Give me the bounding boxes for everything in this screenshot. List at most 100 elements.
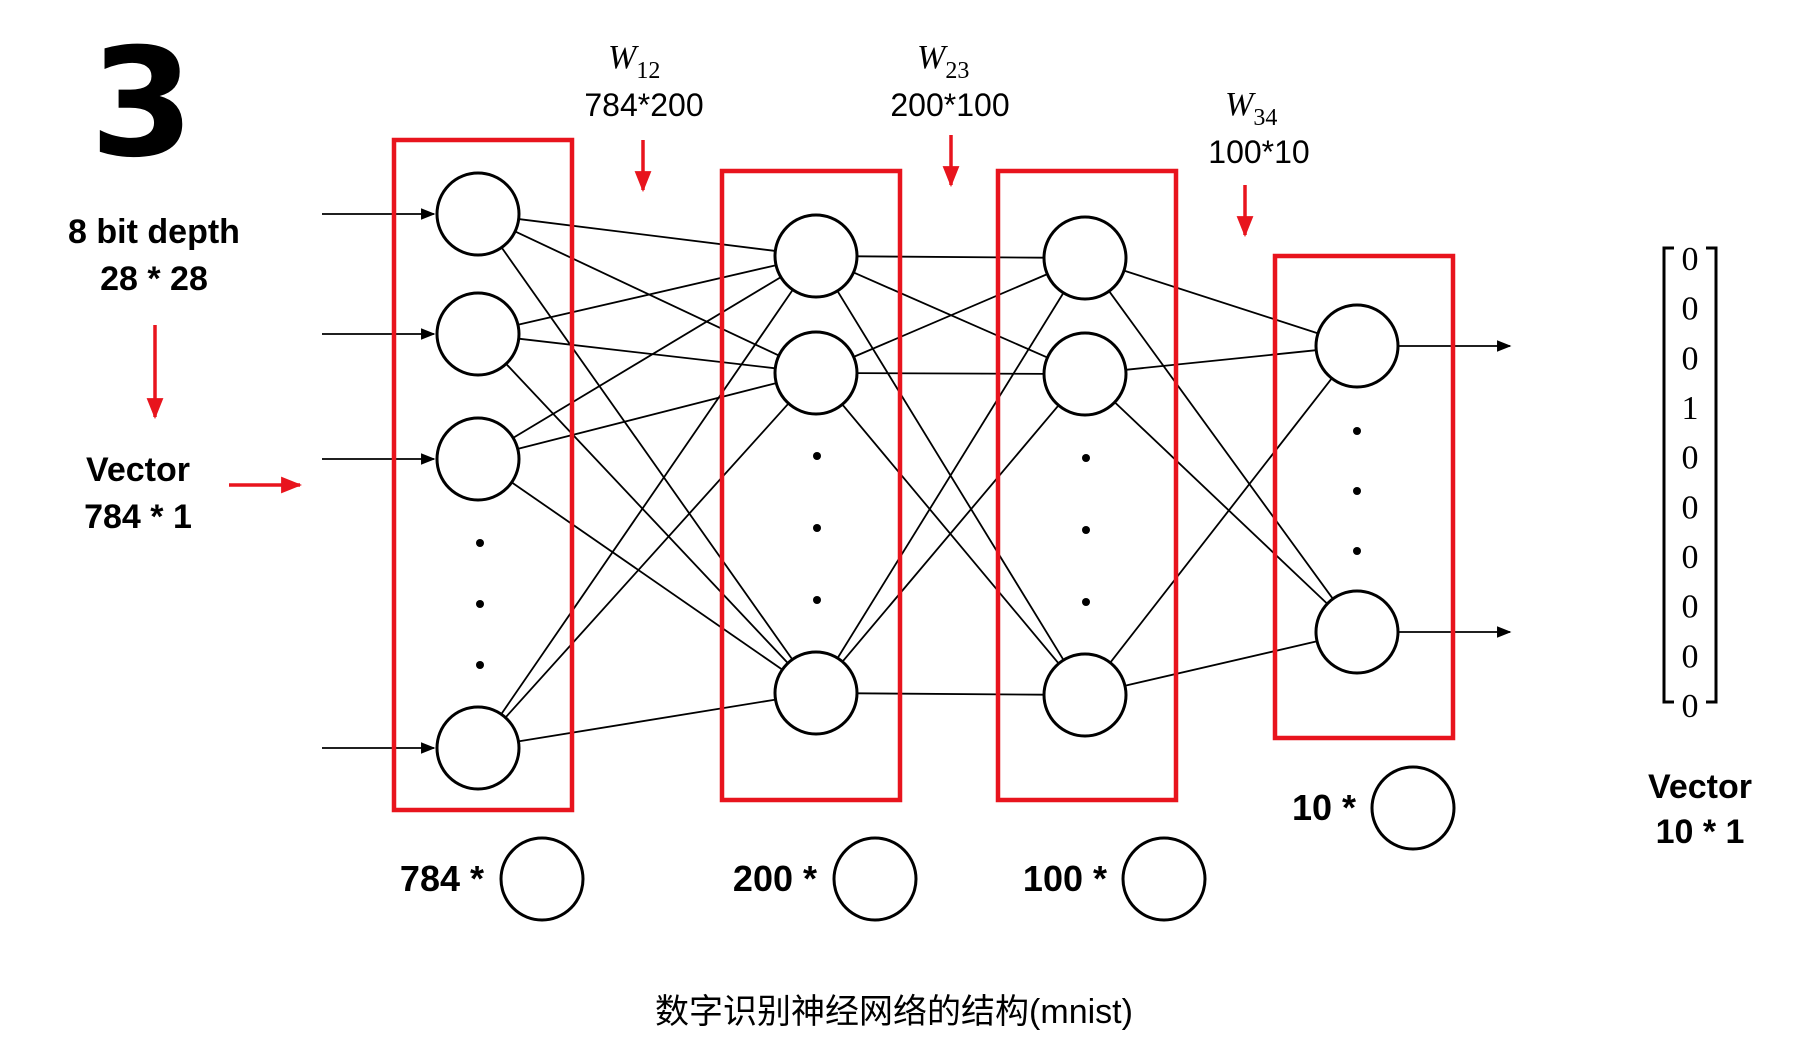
layer-1-box xyxy=(391,137,575,813)
weight-dims: 784*200 xyxy=(584,87,703,123)
vector-value: 0 xyxy=(1682,489,1699,526)
ellipsis-dots xyxy=(476,427,1361,669)
neuron xyxy=(1314,303,1400,389)
connection-line xyxy=(1108,290,1334,600)
layer-2-box xyxy=(719,168,903,803)
vector-value: 0 xyxy=(1682,241,1699,278)
ellipsis-dot xyxy=(1353,547,1361,555)
connection-line xyxy=(856,692,1045,696)
diagram-caption: 数字识别神经网络的结构(mnist) xyxy=(655,993,1133,1031)
connection-line xyxy=(518,698,776,743)
ellipsis-dot xyxy=(476,600,484,608)
right-bracket xyxy=(1706,246,1718,704)
weight-symbol: W12 xyxy=(608,39,660,84)
neuron xyxy=(773,213,859,299)
connection-line xyxy=(1124,640,1318,687)
neuron xyxy=(1042,331,1128,417)
weight-symbol: W23 xyxy=(917,39,969,84)
ellipsis-dot xyxy=(476,661,484,669)
vector-value: 0 xyxy=(1682,340,1699,377)
connection-line xyxy=(517,264,777,326)
weight-label-12: W12 784*200 xyxy=(584,39,703,123)
connection-line xyxy=(856,372,1045,375)
connection-line xyxy=(514,230,780,357)
connection-line xyxy=(1123,269,1319,335)
handwritten-digit-image: 3 xyxy=(90,17,194,191)
connection-line xyxy=(856,255,1045,259)
input-vector-size-label: 784 * 1 xyxy=(84,498,192,536)
ellipsis-dot xyxy=(813,596,821,604)
ellipsis-dot xyxy=(1353,487,1361,495)
connection-line xyxy=(505,363,789,664)
neuron xyxy=(435,705,521,791)
layer-4-box xyxy=(1272,253,1456,741)
neurons xyxy=(435,171,1400,791)
ellipsis-dot xyxy=(1082,526,1090,534)
neuron xyxy=(435,171,521,257)
layer-2-size-label: 200 * xyxy=(733,836,918,922)
input-arrows xyxy=(322,208,436,754)
input-vector-label: Vector xyxy=(86,451,190,489)
vector-value: 0 xyxy=(1682,440,1699,477)
ellipsis-dot xyxy=(1082,598,1090,606)
connection-line xyxy=(504,402,790,719)
connection-line xyxy=(853,273,1048,358)
layer-3-size-label: 100 * xyxy=(1023,836,1207,922)
ellipsis-dot xyxy=(1082,454,1090,462)
neuron-symbol xyxy=(499,836,585,922)
connection-line xyxy=(1114,401,1328,605)
output-vector-size-label: 10 * 1 xyxy=(1656,813,1745,851)
layer-4-size-label: 10 * xyxy=(1292,765,1456,851)
weight-dims: 100*10 xyxy=(1208,134,1309,170)
connection-lines xyxy=(500,218,1334,743)
weight-dims: 200*100 xyxy=(890,87,1009,123)
ellipsis-dot xyxy=(813,524,821,532)
neuron-symbol xyxy=(1370,765,1456,851)
neuron xyxy=(773,330,859,416)
connection-line xyxy=(1109,377,1333,664)
image-format-label: 8 bit depth xyxy=(68,213,240,251)
neuron xyxy=(435,416,521,502)
layer-count-label: 100 * xyxy=(1023,858,1107,899)
vector-value: 0 xyxy=(1682,688,1699,725)
layer-count-label: 10 * xyxy=(1292,787,1356,828)
left-bracket xyxy=(1662,246,1674,704)
connection-line xyxy=(500,246,794,661)
output-vector-label: Vector xyxy=(1648,768,1752,806)
neuron-symbol xyxy=(832,836,918,922)
vector-value: 0 xyxy=(1682,291,1699,328)
connection-line xyxy=(841,404,1060,663)
neuron xyxy=(1314,589,1400,675)
weight-subscript: 23 xyxy=(945,58,969,84)
connection-line xyxy=(1125,349,1317,371)
image-size-label: 28 * 28 xyxy=(100,260,208,298)
neuron xyxy=(1042,652,1128,738)
ellipsis-dot xyxy=(813,452,821,460)
connection-line xyxy=(836,292,1065,659)
neuron xyxy=(435,291,521,377)
weight-subscript: 34 xyxy=(1253,105,1277,131)
connection-line xyxy=(512,276,782,439)
layer-3-box xyxy=(995,168,1179,803)
layer-count-label: 200 * xyxy=(733,858,817,899)
connection-line xyxy=(500,289,794,715)
layer-1-size-label: 784 * xyxy=(400,836,585,922)
weight-subscript: 12 xyxy=(636,58,660,84)
ellipsis-dot xyxy=(476,539,484,547)
ellipsis-dot xyxy=(1353,427,1361,435)
vector-value: 0 xyxy=(1682,638,1699,675)
connection-line xyxy=(517,382,777,450)
neuron xyxy=(1042,215,1128,301)
layer-count-label: 784 * xyxy=(400,858,484,899)
connection-line xyxy=(518,218,776,252)
weight-label-23: W23 200*100 xyxy=(890,39,1009,123)
connection-line xyxy=(518,337,776,370)
weight-label-34: W34 100*10 xyxy=(1208,86,1309,170)
neuron xyxy=(773,650,859,736)
vector-value: 0 xyxy=(1682,539,1699,576)
weight-symbol: W34 xyxy=(1225,86,1277,131)
neuron-symbol xyxy=(1121,836,1207,922)
